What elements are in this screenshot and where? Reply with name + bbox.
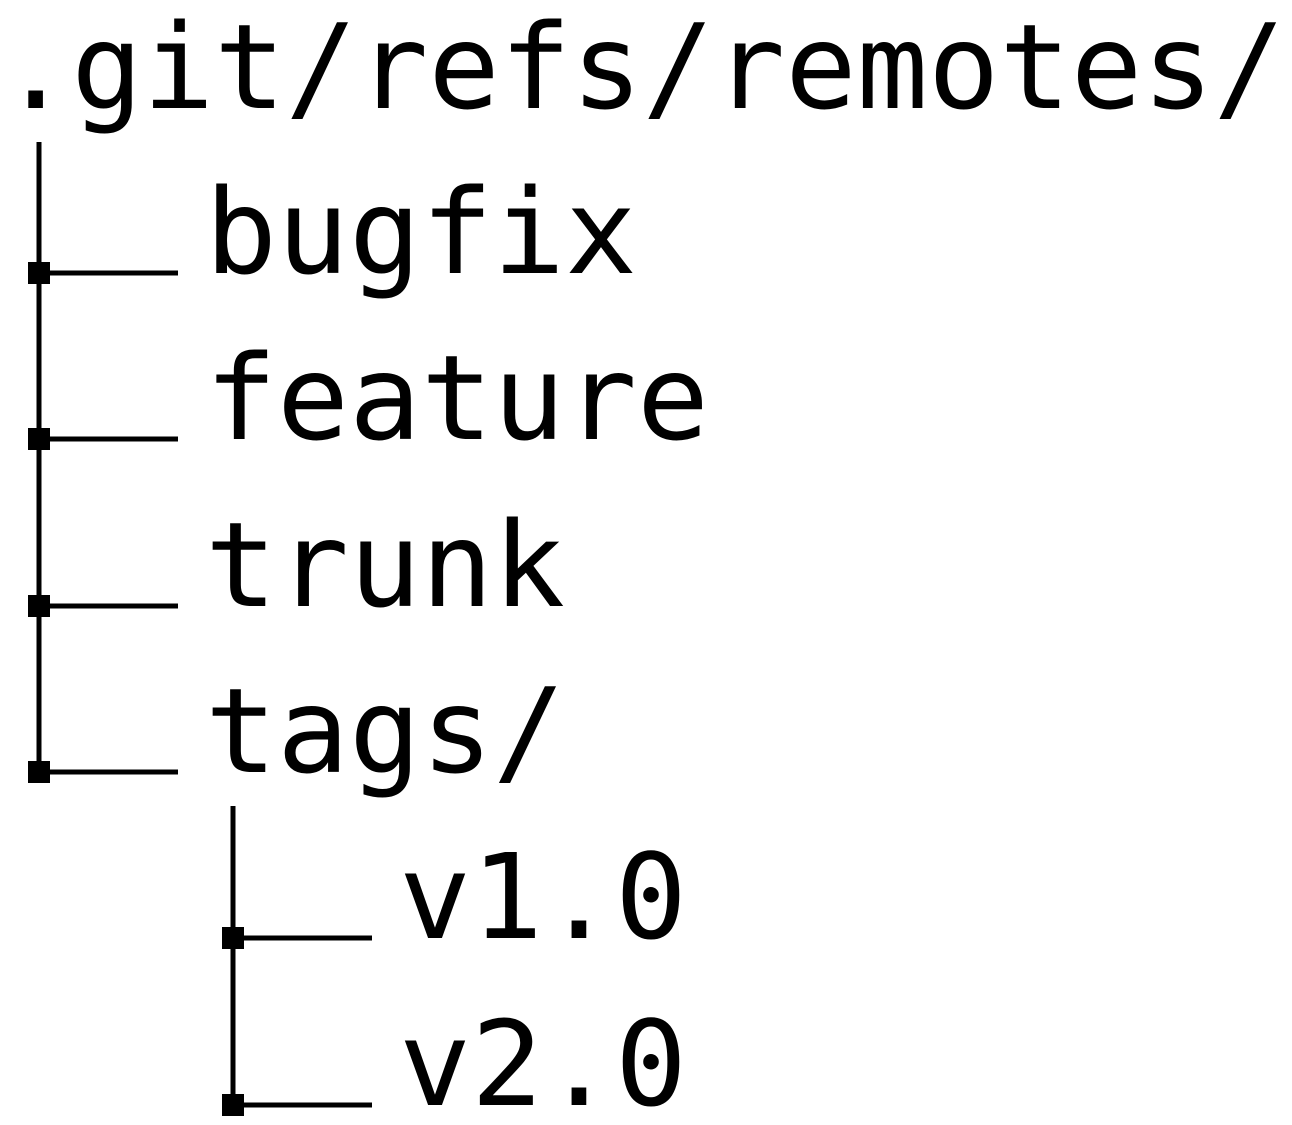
node-label: bugfix — [205, 163, 637, 301]
tree-node-bugfix: bugfix — [28, 163, 637, 301]
node-label: tags/ — [205, 662, 565, 800]
node-label: v2.0 — [399, 995, 687, 1125]
tree-node-v1-0: v1.0 — [222, 828, 687, 966]
node-label: trunk — [205, 496, 565, 634]
node-label: v1.0 — [399, 828, 687, 966]
tree-root-label: .git/refs/remotes/ — [0, 0, 1285, 136]
tree-node-tags: tags/ — [28, 662, 565, 800]
tree-node-feature: feature — [28, 329, 709, 467]
node-label: feature — [205, 329, 709, 467]
tree-node-v2-0: v2.0 — [222, 995, 687, 1125]
tree-node-trunk: trunk — [28, 496, 565, 634]
